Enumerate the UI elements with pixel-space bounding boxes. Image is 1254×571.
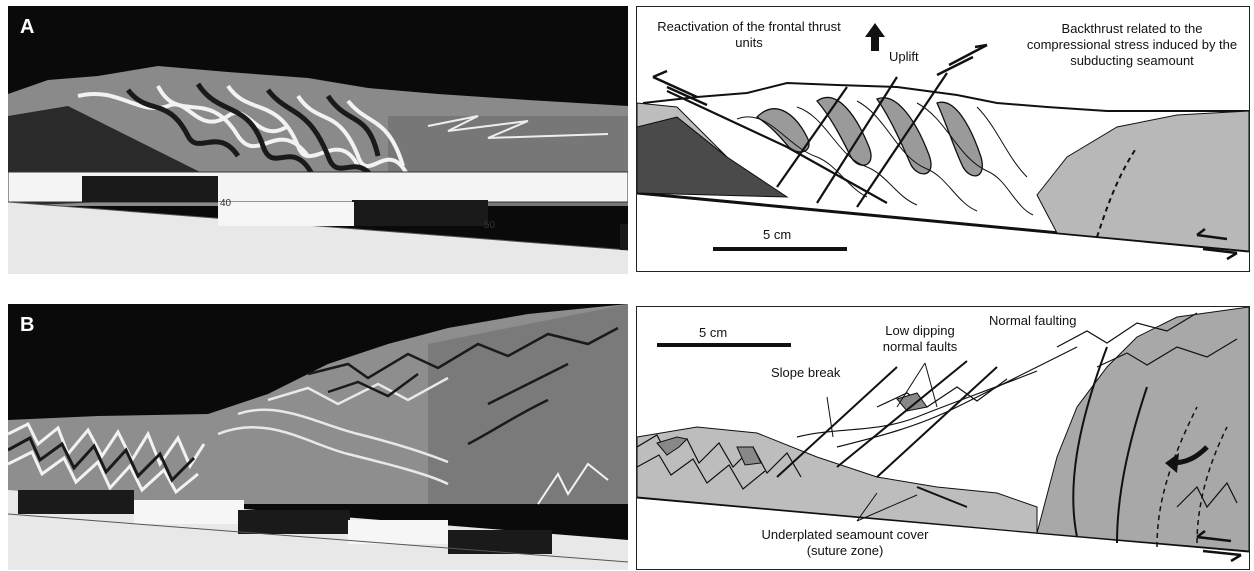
photo-a-image	[8, 6, 628, 274]
slope-break-label: Slope break	[771, 365, 840, 381]
photo-panel-b: B	[8, 304, 628, 570]
panel-b-label: B	[20, 314, 34, 337]
panel-a-label: A	[20, 16, 34, 39]
ruler-tick-50: 50	[484, 220, 495, 231]
scale-label-a: 5 cm	[763, 227, 791, 243]
reactivation-label: Reactivation of the frontal thrust units	[649, 19, 849, 51]
scale-label-b: 5 cm	[699, 325, 727, 341]
interpretation-panel-b: 5 cm Low dipping normal faults Normal fa…	[636, 306, 1250, 570]
photo-b-image	[8, 304, 628, 570]
photo-panel-a: A 40 50	[8, 6, 628, 274]
underplated-label: Underplated seamount cover (suture zone)	[755, 527, 935, 559]
low-dipping-label: Low dipping normal faults	[865, 323, 975, 355]
ruler-tick-40: 40	[220, 198, 231, 209]
backthrust-label: Backthrust related to the compressional …	[1021, 21, 1243, 69]
uplift-label: Uplift	[889, 49, 919, 65]
interpretation-panel-a: Reactivation of the frontal thrust units…	[636, 6, 1250, 272]
normal-faulting-label: Normal faulting	[989, 313, 1076, 329]
